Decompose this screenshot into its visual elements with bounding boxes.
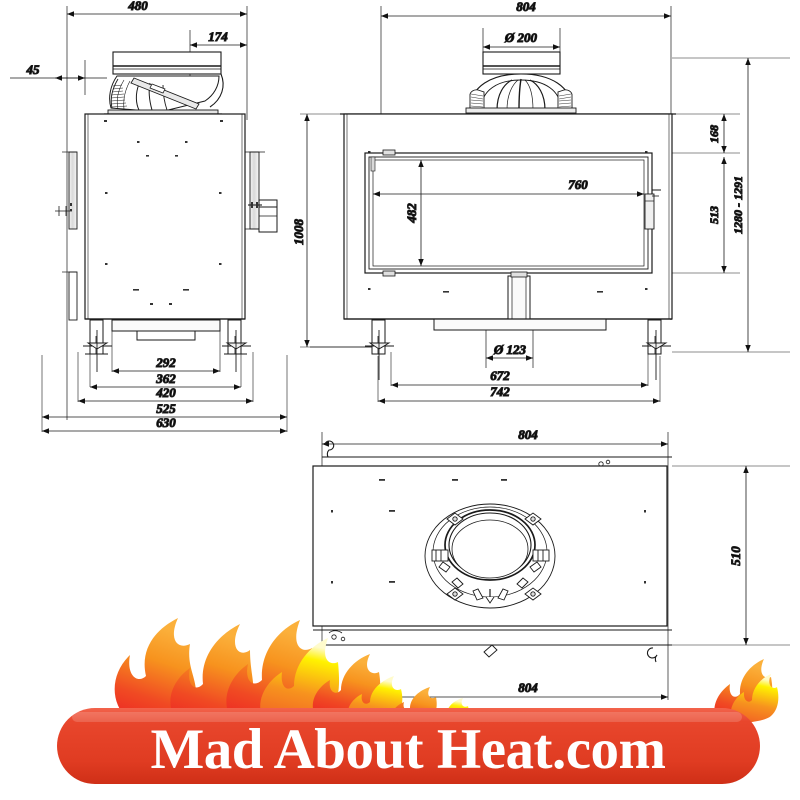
legs-front [310, 319, 671, 380]
dim-168-label: 168 [707, 125, 721, 143]
flue-assembly-front [465, 51, 577, 114]
dim-174-label: 174 [208, 29, 228, 44]
dim-742: 742 [378, 384, 660, 404]
dim-804-plan-bottom-label: 804 [518, 680, 538, 695]
dim-804-plan-top-label: 804 [518, 427, 538, 442]
dim-45-label: 45 [26, 62, 41, 77]
dim-420: 420 [78, 385, 253, 404]
door-handle-front [507, 271, 531, 320]
side-elevation-view: 480 174 45 [10, 0, 288, 434]
dim-525: 525 [42, 401, 287, 420]
air-inlet-front: Ø 123 [485, 330, 534, 368]
dim-dia123-label: Ø 123 [493, 342, 527, 357]
dim-dia200-label: Ø 200 [504, 30, 538, 45]
dim-362-label: 362 [155, 371, 176, 386]
dim-760: 760 [373, 177, 644, 197]
front-elevation-view: 804 Ø 200 [291, 0, 790, 404]
dim-1280-1291: 1280 - 1291 [731, 58, 751, 352]
flue-collar-plan [424, 503, 556, 609]
dim-482-label: 482 [404, 203, 419, 224]
dim-dia200: Ø 200 [483, 30, 560, 50]
dim-482: 482 [404, 160, 424, 266]
stove-body-side [55, 113, 278, 341]
side-handle [248, 199, 278, 233]
dim-513-label: 513 [707, 206, 721, 224]
dim-168: 168 [707, 114, 727, 153]
dim-672: 672 [391, 368, 648, 388]
brand-watermark: Mad About Heat.com [57, 618, 779, 784]
dim-292: 292 [112, 355, 220, 374]
banner-gloss [72, 712, 742, 722]
dim-510-label: 510 [728, 546, 743, 566]
plan-view: 804 [312, 427, 790, 700]
dim-630: 630 [42, 415, 287, 434]
dim-760-label: 760 [568, 177, 588, 192]
dim-742-label: 742 [490, 384, 510, 399]
brand-name-text: Mad About Heat.com [150, 718, 665, 781]
dim-420-label: 420 [155, 385, 176, 400]
dim-525-label: 525 [156, 401, 176, 416]
glass-door-front [364, 149, 661, 277]
front-bottom-dimensions: 672 742 [377, 352, 661, 404]
dim-804-plan-top: 804 [322, 427, 668, 447]
dim-513: 513 [707, 157, 727, 273]
dim-480-label: 480 [127, 0, 148, 13]
dim-630-label: 630 [156, 415, 176, 430]
dim-804-front-top: 804 [381, 0, 671, 19]
dim-804-front-top-label: 804 [516, 0, 536, 14]
brand-banner-shape [57, 708, 760, 784]
dim-45: 45 [10, 60, 107, 95]
dim-480: 480 [67, 0, 247, 17]
dim-174: 174 [190, 29, 247, 48]
legs-side [83, 319, 251, 372]
dim-1008-label: 1008 [291, 219, 306, 246]
dim-1280-1291-label: 1280 - 1291 [731, 176, 745, 234]
dim-1008: 1008 [291, 113, 375, 348]
flue-assembly-side [104, 51, 224, 115]
dim-292-label: 292 [155, 355, 176, 370]
side-bottom-dimensions: 292 362 420 525 630 [41, 322, 288, 434]
flame-graphic-right [714, 659, 779, 725]
front-right-dimensions: 168 513 1280 - 1291 [672, 57, 790, 353]
dim-362: 362 [90, 371, 241, 390]
dim-510: 510 [672, 465, 790, 646]
stove-body-front: 760 482 [343, 113, 673, 331]
dim-672-label: 672 [490, 368, 510, 383]
